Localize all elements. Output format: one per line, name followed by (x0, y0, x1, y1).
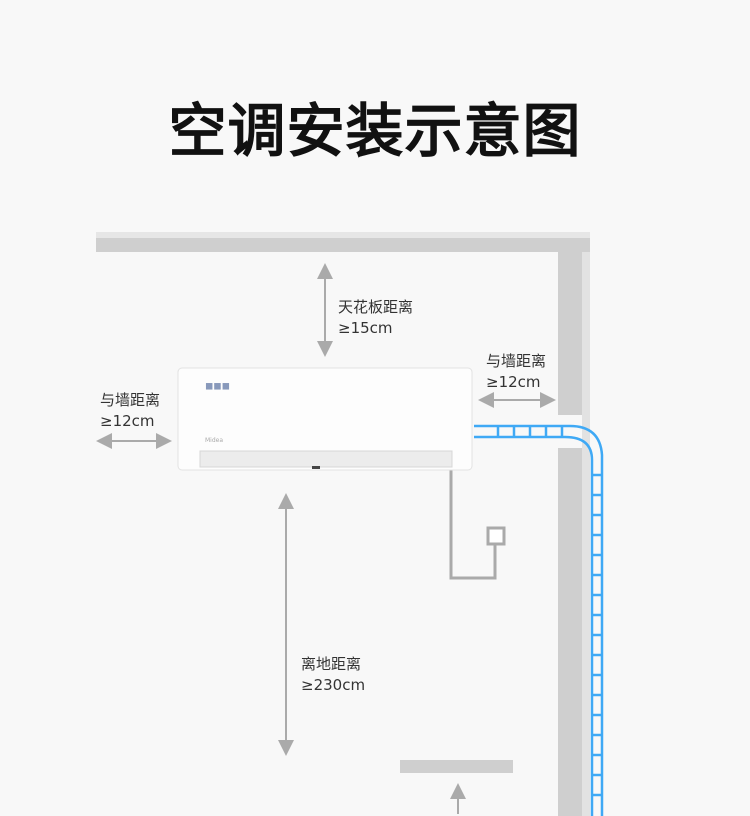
svg-text:◼◼◼: ◼◼◼ (205, 381, 230, 392)
page-title: 空调安装示意图 (168, 97, 582, 165)
power-cord (449, 470, 497, 580)
ceiling-distance-label: 天花板距离 ≥15cm (338, 297, 413, 339)
air-conditioner-unit: ◼◼◼ Midea (177, 367, 473, 471)
right-wall-distance-value: ≥12cm (486, 373, 541, 391)
drain-pipe (474, 424, 604, 816)
left-wall-distance-value: ≥12cm (100, 412, 155, 430)
ceiling (96, 232, 590, 252)
floor-distance-name: 离地距离 (301, 655, 362, 673)
right-wall (558, 252, 590, 816)
svg-text:Midea: Midea (205, 437, 223, 444)
floor-distance-label: 离地距离 ≥230cm (301, 654, 365, 696)
shelf (400, 760, 513, 773)
left-wall-distance-name: 与墙距离 (100, 391, 161, 409)
ceiling-distance-value: ≥15cm (338, 319, 393, 337)
left-wall-distance-label: 与墙距离 ≥12cm (100, 390, 160, 432)
floor-distance-value: ≥230cm (301, 676, 366, 694)
ceiling-distance-name: 天花板距离 (338, 298, 414, 316)
power-outlet (486, 526, 506, 546)
right-wall-distance-name: 与墙距离 (486, 352, 547, 370)
right-wall-distance-label: 与墙距离 ≥12cm (486, 351, 546, 393)
